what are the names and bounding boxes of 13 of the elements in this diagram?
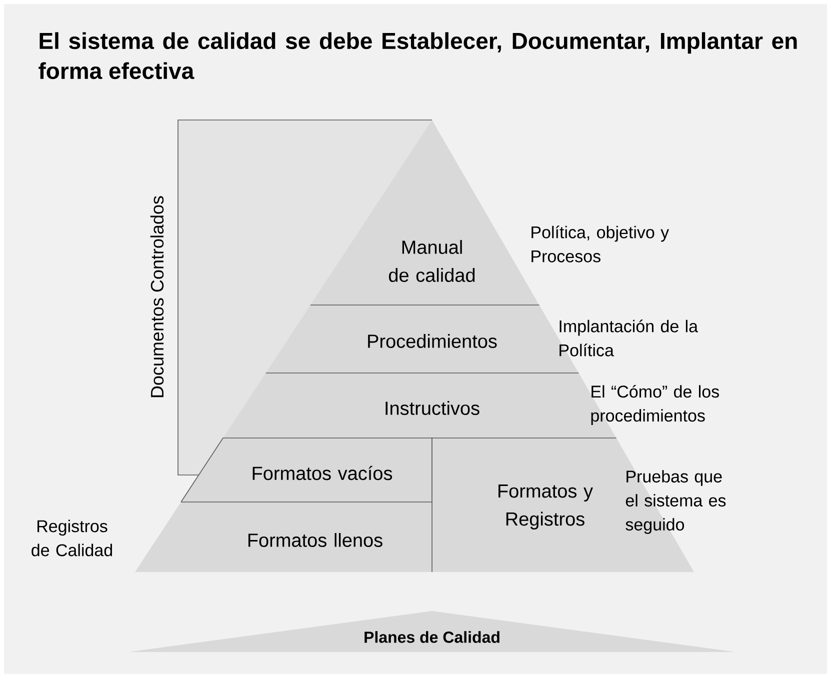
node-label: Documentos Controlados <box>150 196 164 398</box>
side-note: Registros de Calidad <box>32 520 112 556</box>
pyramid-layer: Formatos llenos <box>135 502 432 572</box>
node-label: Formatos vacíos <box>252 466 392 480</box>
node-label: Formatos llenos <box>248 533 382 547</box>
pyramid-layer: Formatos vacíos <box>180 438 432 502</box>
base-triangle: Planes de Calidad <box>128 611 736 652</box>
side-note: El “Cómo” de los procedimientos <box>591 384 719 426</box>
side-note: Pruebas que el sistema es seguido <box>626 470 726 534</box>
node-label: Instructivos <box>386 401 480 415</box>
title: El sistema de calidad se debe Establecer, Documentar, Implantar en forma efectiva <box>38 32 797 80</box>
node-label: Procedimientos <box>368 334 497 348</box>
node-label: Manual de calidad <box>388 240 475 282</box>
